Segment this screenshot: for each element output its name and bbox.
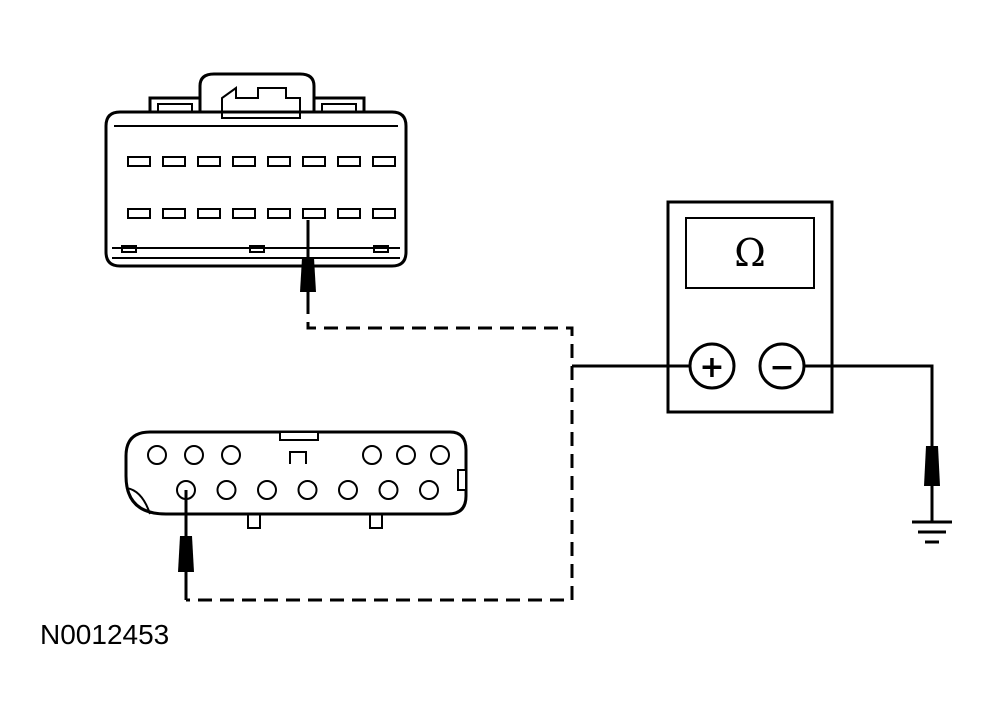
top-connector-pin bbox=[162, 208, 186, 219]
bottom-connector-pin bbox=[430, 445, 450, 465]
meter-display-symbol: Ω bbox=[734, 231, 766, 275]
bottom-connector-pin bbox=[221, 445, 241, 465]
top-connector-pin bbox=[267, 156, 291, 167]
bottom-connector-upper-pin-row bbox=[147, 445, 450, 465]
positive-terminal-label: + bbox=[699, 350, 724, 385]
bottom-connector-pin bbox=[184, 445, 204, 465]
ohmmeter: Ω + − bbox=[666, 200, 834, 414]
bottom-connector-pin bbox=[378, 480, 399, 500]
ground-icon bbox=[912, 520, 952, 544]
bottom-connector-lower-pin-row bbox=[176, 480, 439, 500]
bottom-connector-pin bbox=[362, 445, 382, 465]
meter-negative-lead bbox=[804, 364, 940, 522]
figure-code-label: N0012453 bbox=[40, 619, 169, 650]
bottom-connector-pin bbox=[338, 480, 358, 500]
top-connector-test-probe bbox=[300, 220, 316, 300]
bottom-connector-pin bbox=[396, 445, 416, 465]
top-connector-upper-pin-row bbox=[127, 156, 396, 167]
top-connector-pin bbox=[232, 156, 256, 167]
top-connector-lower-pin-row bbox=[127, 208, 396, 219]
top-connector-pin bbox=[162, 156, 186, 167]
top-connector-pin bbox=[197, 156, 221, 167]
bottom-connector-pin bbox=[216, 480, 237, 500]
bottom-connector-pin bbox=[147, 445, 167, 465]
top-connector bbox=[104, 72, 408, 268]
top-connector-pin bbox=[372, 208, 396, 219]
top-connector-pin bbox=[302, 156, 326, 167]
top-connector-pin bbox=[337, 156, 361, 167]
top-connector-pin bbox=[127, 208, 151, 219]
top-connector-pin bbox=[337, 208, 361, 219]
top-connector-probed-pin bbox=[302, 208, 326, 219]
positive-terminal-icon bbox=[688, 342, 736, 390]
top-connector-pin bbox=[267, 208, 291, 219]
bottom-connector bbox=[124, 430, 468, 529]
bottom-connector-test-probe bbox=[178, 490, 194, 600]
top-connector-pin bbox=[127, 156, 151, 167]
top-connector-pin bbox=[372, 156, 396, 167]
bottom-connector-pin bbox=[297, 480, 318, 500]
top-connector-pin bbox=[197, 208, 221, 219]
bottom-connector-pin bbox=[419, 480, 439, 500]
negative-terminal-label: − bbox=[769, 350, 794, 385]
bottom-connector-pin bbox=[257, 480, 277, 500]
top-connector-pin bbox=[232, 208, 256, 219]
dashed-test-lead bbox=[186, 300, 574, 602]
